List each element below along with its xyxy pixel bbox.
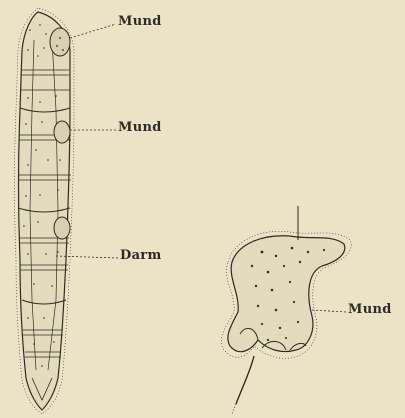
mouth-label-top: Mund	[118, 14, 162, 29]
mouth-label-middle: Mund	[118, 120, 162, 135]
gut-label: Darm	[120, 248, 162, 263]
chain-organism-drawing	[15, 8, 75, 414]
mouth-label-right: Mund	[348, 302, 392, 317]
single-organism-drawing	[221, 206, 351, 414]
